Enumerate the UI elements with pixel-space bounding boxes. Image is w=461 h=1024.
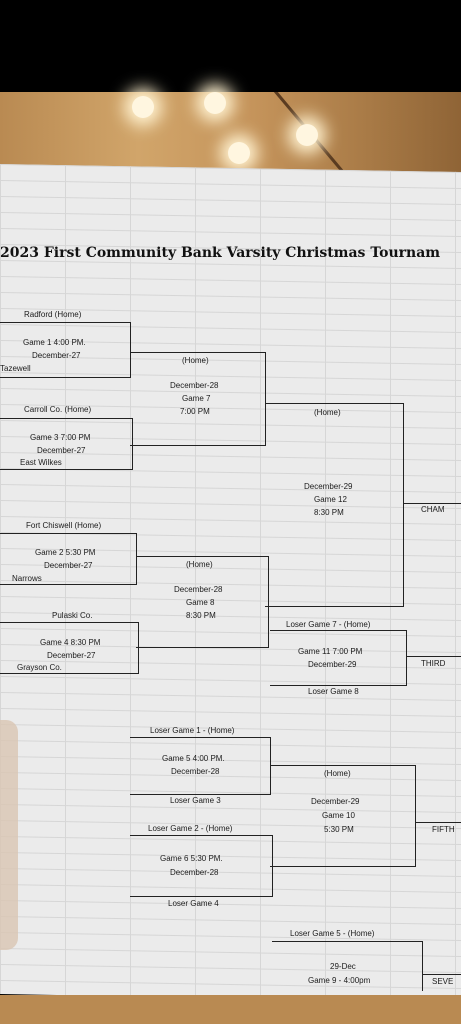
game-10-time: 5:30 PM: [324, 825, 354, 834]
game-5-box: [130, 737, 271, 795]
game-5-time: Game 5 4:00 PM.: [162, 754, 225, 763]
game-8-box: [136, 556, 269, 648]
ceiling-light-reflection: [228, 142, 250, 164]
game-10-box: [270, 765, 416, 867]
game-1-date: December-27: [32, 351, 81, 360]
team-pulaski: Pulaski Co.: [52, 611, 93, 620]
game-9-date: 29-Dec: [330, 962, 356, 971]
ceiling-light-reflection: [132, 96, 154, 118]
team-fort-chiswell: Fort Chiswell (Home): [26, 521, 102, 530]
seventh-line: [422, 974, 461, 975]
game-6-date: December-28: [170, 868, 219, 877]
fifth-line: [415, 822, 461, 823]
champion-line: [403, 503, 461, 504]
game-7-box: [130, 352, 266, 446]
champion-label: CHAM: [421, 505, 445, 514]
game-8-home: (Home): [186, 560, 213, 569]
game-6-time: Game 6 5:30 PM.: [160, 854, 223, 863]
game-1-box: [0, 322, 131, 378]
game-9-top-line: [272, 941, 422, 942]
game-6-box: [130, 835, 273, 897]
game-2-time: Game 2 5:30 PM: [35, 548, 96, 557]
ceiling-light-reflection: [204, 92, 226, 114]
game-8-date: December-28: [174, 585, 223, 594]
team-narrows: Narrows: [12, 574, 42, 583]
game-3-time: Game 3 7:00 PM: [30, 433, 91, 442]
fifth-label: FIFTH: [432, 825, 455, 834]
game-4-time: Game 4 8:30 PM: [40, 638, 101, 647]
ceiling-light-reflection: [296, 124, 318, 146]
game-12-home: (Home): [314, 408, 341, 417]
third-label: THIRD: [421, 659, 446, 668]
game-9-loser-5: Loser Game 5 - (Home): [290, 929, 375, 938]
team-radford: Radford (Home): [24, 310, 82, 319]
phone-status-bar: [0, 0, 461, 92]
game-12-time: 8:30 PM: [314, 508, 344, 517]
tournament-title: 2023 First Community Bank Varsity Christ…: [0, 245, 441, 261]
game-12-number: Game 12: [314, 495, 347, 504]
game-10-home: (Home): [324, 769, 351, 778]
game-11-date: December-29: [308, 660, 357, 669]
game-7-time: 7:00 PM: [180, 407, 210, 416]
game-5-date: December-28: [171, 767, 220, 776]
seventh-label: SEVE: [432, 977, 454, 986]
team-tazewell: Tazewell: [0, 364, 31, 373]
team-east-wilkes: East Wilkes: [20, 458, 62, 467]
team-grayson: Grayson Co.: [17, 663, 62, 672]
game-7-number: Game 7: [182, 394, 211, 403]
game-11-time: Game 11 7:00 PM: [298, 647, 363, 656]
game-8-number: Game 8: [186, 598, 215, 607]
finger-shadow: [0, 720, 18, 950]
game-12-date: December-29: [304, 482, 353, 491]
game-3-date: December-27: [37, 446, 86, 455]
game-7-home: (Home): [182, 356, 209, 365]
team-carroll: Carroll Co. (Home): [24, 405, 92, 414]
game-6-loser-4: Loser Game 4: [168, 899, 219, 908]
game-11-box: [270, 630, 407, 686]
game-10-date: December-29: [311, 797, 360, 806]
game-7-date: December-28: [170, 381, 219, 390]
game-9-right-line: [422, 941, 423, 991]
game-4-box: [0, 622, 139, 674]
game-11-loser-8: Loser Game 8: [308, 687, 359, 696]
game-2-box: [0, 533, 137, 585]
game-12-box: [265, 403, 404, 607]
game-2-date: December-27: [44, 561, 93, 570]
game-5-loser-1: Loser Game 1 - (Home): [150, 726, 235, 735]
game-11-loser-7: Loser Game 7 - (Home): [286, 620, 371, 629]
game-8-time: 8:30 PM: [186, 611, 216, 620]
game-3-box: [0, 418, 133, 470]
table-edge: [0, 995, 461, 1024]
third-line: [406, 656, 461, 657]
game-10-number: Game 10: [322, 811, 355, 820]
game-5-loser-3: Loser Game 3: [170, 796, 221, 805]
game-4-date: December-27: [47, 651, 96, 660]
game-9-time: Game 9 - 4:00pm: [308, 976, 371, 985]
game-1-time: Game 1 4:00 PM.: [23, 338, 86, 347]
game-6-loser-2: Loser Game 2 - (Home): [148, 824, 233, 833]
